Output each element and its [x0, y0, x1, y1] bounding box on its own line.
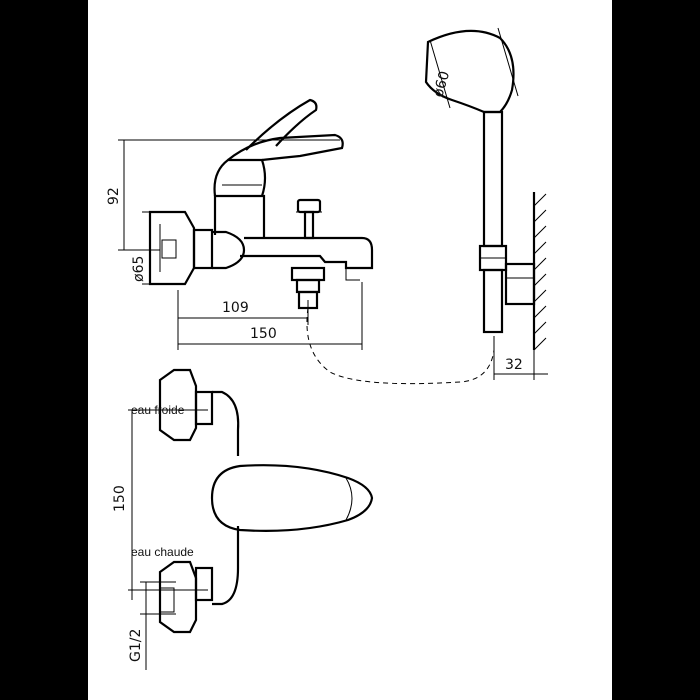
- wall-section: [532, 192, 547, 351]
- dim-60-text: ø60: [430, 69, 453, 99]
- dim-65-text: ø65: [131, 256, 147, 282]
- dimension-65: ø65: [131, 211, 158, 285]
- dim-g12-text: G1/2: [128, 629, 144, 662]
- dim-32-text: 32: [505, 357, 523, 373]
- dimension-150-top: 150: [178, 282, 363, 350]
- dimension-32: 32: [493, 336, 548, 380]
- dimension-g12: G1/2: [128, 581, 176, 670]
- dimension-150-bottom: 150: [112, 409, 208, 600]
- dimension-92: 92: [106, 139, 340, 251]
- dim-109-text: 109: [222, 300, 249, 316]
- cold-water-label: eau froide: [131, 403, 185, 417]
- dim-150-bottom-text: 150: [112, 485, 128, 512]
- drawing-sheet: [88, 0, 612, 700]
- mixer-front-view: [158, 368, 374, 634]
- dim-92-text: 92: [106, 187, 122, 205]
- dimension-60: ø60: [430, 69, 453, 99]
- shower-hose: [306, 307, 495, 385]
- dim-150-top-text: 150: [250, 326, 277, 342]
- mixer-side-view: [148, 98, 374, 310]
- dimension-109: 109: [177, 290, 309, 350]
- hot-water-label: eau chaude: [131, 545, 194, 559]
